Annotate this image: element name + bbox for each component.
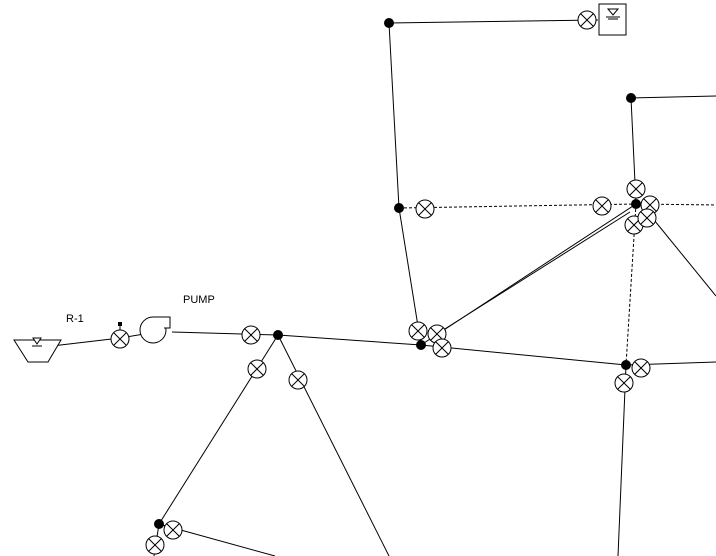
valve-icon[interactable] xyxy=(577,10,597,30)
junctions xyxy=(154,18,641,529)
pipe-j5-tank[interactable] xyxy=(388,19,599,24)
pipe-j1-south[interactable] xyxy=(277,334,390,556)
junction-node-icon[interactable] xyxy=(621,360,631,370)
junction-node-icon[interactable] xyxy=(394,203,404,213)
pipes xyxy=(51,19,716,556)
valve-icon[interactable] xyxy=(432,338,452,358)
pipe-j7-south[interactable] xyxy=(617,364,627,556)
pipe-j2-j7[interactable] xyxy=(420,344,627,366)
junction-node-icon[interactable] xyxy=(416,340,426,350)
valve-icon[interactable] xyxy=(288,370,308,390)
pipe-j6-east[interactable] xyxy=(635,203,716,206)
valve-icon[interactable] xyxy=(626,179,646,199)
valve-icon[interactable] xyxy=(408,321,428,341)
check-valve-icon[interactable] xyxy=(110,322,130,349)
junction-node-icon[interactable] xyxy=(273,330,283,340)
valve-icon[interactable] xyxy=(415,199,435,219)
pipe-reservoir-pump[interactable] xyxy=(51,332,151,347)
valve-icon[interactable] xyxy=(631,358,651,378)
tank-icon[interactable] xyxy=(598,3,627,36)
valve-icon[interactable] xyxy=(241,325,261,345)
pump-icon[interactable] xyxy=(139,316,171,344)
valve-icon[interactable] xyxy=(145,535,165,555)
pipe-j4-j5[interactable] xyxy=(388,22,400,209)
reservoir-icon[interactable] xyxy=(13,337,62,363)
reservoir-label: R-1 xyxy=(66,313,84,325)
valve-icon[interactable] xyxy=(427,324,447,344)
valve-icon[interactable] xyxy=(637,208,657,228)
pipe-pump-j1[interactable] xyxy=(171,331,279,336)
pipe-j8-east[interactable] xyxy=(630,95,716,99)
junction-node-icon[interactable] xyxy=(384,18,394,28)
valve-icon[interactable] xyxy=(247,359,267,379)
valve-icon[interactable] xyxy=(592,196,612,216)
junction-node-icon[interactable] xyxy=(626,93,636,103)
pump-label: PUMP xyxy=(183,294,215,306)
valve-icon[interactable] xyxy=(614,373,634,393)
pipe-j2-j6-b[interactable] xyxy=(439,211,631,333)
valves xyxy=(145,10,660,555)
partial-node-label: - - xyxy=(276,552,287,556)
junction-node-icon[interactable] xyxy=(631,199,641,209)
pipe-j6-southeast[interactable] xyxy=(649,214,716,297)
pipe-j1-j2[interactable] xyxy=(277,334,422,346)
valve-icon[interactable] xyxy=(163,520,183,540)
junction-node-icon[interactable] xyxy=(154,519,164,529)
